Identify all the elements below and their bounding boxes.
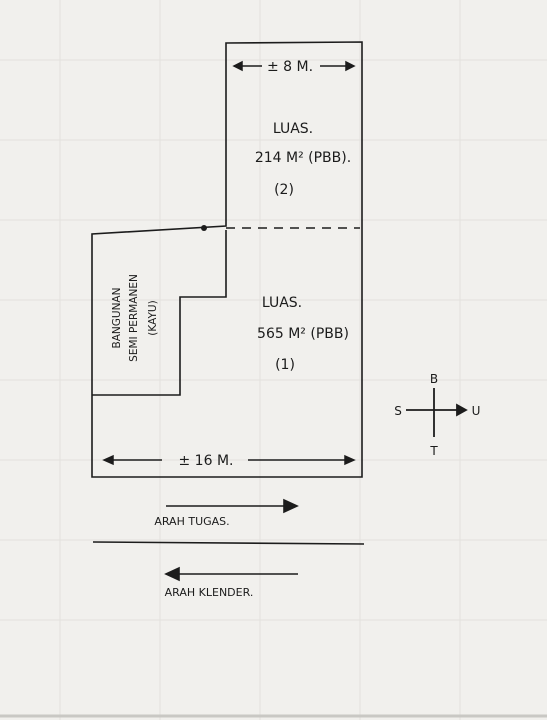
building-label-line-1: BANGUNAN — [111, 288, 123, 349]
bottom-width-dimension — [102, 454, 356, 466]
area-2-title: LUAS. — [273, 121, 313, 137]
building-label-line-2: SEMI PERMANEN — [128, 274, 140, 362]
land-outline — [91, 41, 363, 478]
building-label: BANGUNAN SEMI PERMANEN (KAYU) — [111, 274, 159, 362]
area-2-number: (2) — [274, 182, 294, 198]
compass-cross — [406, 388, 468, 437]
compass-north: B — [430, 372, 438, 386]
building-outline — [92, 230, 227, 396]
corner-dot — [201, 225, 207, 231]
area-2-value: 214 M² (PBB). — [255, 150, 351, 166]
compass-south: T — [429, 444, 438, 458]
arrow-left-klender — [164, 566, 298, 582]
top-width-label: ± 8 M. — [267, 59, 313, 75]
area-1-number: (1) — [275, 357, 295, 373]
direction-tugas-label: ARAH TUGAS. — [154, 515, 229, 528]
direction-klender-label: ARAH KLENDER. — [165, 586, 254, 599]
area-1-value: 565 M² (PBB) — [257, 326, 349, 342]
road-line — [92, 541, 365, 545]
area-1-title: LUAS. — [262, 295, 302, 311]
building-label-line-3: (KAYU) — [147, 300, 159, 335]
compass-east: U — [472, 404, 481, 418]
bottom-width-label: ± 16 M. — [179, 453, 234, 469]
compass-west: S — [394, 404, 402, 418]
top-width-dimension — [232, 60, 356, 72]
arrow-right-tugas — [166, 498, 299, 514]
